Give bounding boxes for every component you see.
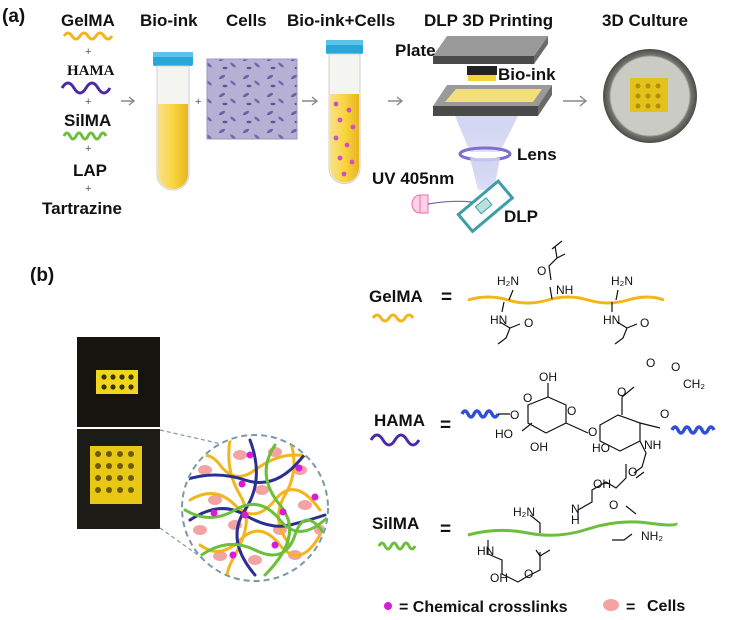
tube-icon: [153, 52, 193, 191]
printer-icon: [411, 36, 552, 234]
chem-ho: HO: [592, 441, 610, 455]
chem-o: O: [567, 404, 576, 418]
zoom-lines: [159, 429, 227, 576]
chem-hn: HN: [603, 313, 620, 327]
plus-sign: +: [85, 96, 91, 108]
printer-bioink-label: Bio-ink: [498, 65, 556, 84]
network-diagram: [181, 434, 329, 582]
step-dlp-printing: DLP 3D Printing: [424, 11, 553, 30]
chem-o: O: [640, 316, 649, 330]
chem-o: O: [609, 498, 618, 512]
plus-sign: +: [85, 143, 91, 155]
chem-oh: OH: [530, 440, 548, 454]
plus-sign: +: [195, 96, 201, 108]
component-silma: SilMA: [64, 111, 111, 130]
arrow-right-icon: [388, 96, 404, 106]
arrow-right-icon: [302, 96, 319, 106]
hydrogel-photo: [77, 337, 160, 529]
panel-b-label: (b): [30, 265, 54, 286]
cell-image: [206, 58, 298, 140]
printer-uv-label: UV 405nm: [372, 169, 454, 188]
chem-h: H: [571, 513, 580, 527]
component-hama: HAMA: [67, 63, 115, 79]
chem-o: O: [628, 465, 637, 479]
printer-lens-label: Lens: [517, 145, 557, 164]
silma-structure: [467, 464, 678, 583]
eq-gelma-sign: =: [441, 287, 452, 308]
chem-h2n: H₂N: [497, 274, 519, 288]
petri-dish-icon: [603, 49, 697, 143]
component-gelma: GelMA: [61, 11, 115, 30]
chem-ch2: CH₂: [683, 377, 705, 391]
gelma-structure: [467, 240, 665, 345]
hama-wave-icon: [369, 433, 421, 447]
chem-o: O: [537, 264, 546, 278]
chem-o: O: [660, 407, 669, 421]
chem-nh2: H₂N: [611, 274, 633, 288]
component-lap: LAP: [73, 161, 107, 180]
silma-wave-icon: [377, 541, 417, 551]
eq-hama-name: HAMA: [374, 411, 425, 430]
legend-cells-eq: =: [626, 599, 635, 616]
printer-dlp-label: DLP: [504, 207, 538, 226]
hama-wave-icon: [60, 81, 112, 95]
component-tartrazine: Tartrazine: [42, 199, 122, 218]
chem-nh2: NH₂: [641, 529, 663, 543]
eq-hama-sign: =: [440, 415, 451, 436]
plus-sign: +: [85, 46, 91, 58]
chem-nh: NH: [556, 283, 573, 297]
legend-cells: Cells: [647, 598, 685, 615]
chem-ho: HO: [495, 427, 513, 441]
step-3d-culture: 3D Culture: [602, 11, 688, 30]
legend-crosslinks: = Chemical crosslinks: [399, 599, 568, 616]
chem-hn: HN: [477, 544, 494, 558]
chem-oh: OH: [490, 571, 508, 585]
chem-o: O: [671, 360, 680, 374]
arrow-right-icon: [563, 95, 588, 107]
eq-silma-name: SilMA: [372, 514, 419, 533]
step-bioink: Bio-ink: [140, 11, 198, 30]
chem-o: O: [524, 316, 533, 330]
silma-wave-icon: [62, 131, 108, 141]
crosslink-marker: [384, 602, 392, 610]
cell-marker: [603, 599, 619, 611]
arrow-right-icon: [121, 96, 136, 106]
chem-oh: OH: [593, 477, 611, 491]
step-cells: Cells: [226, 11, 267, 30]
eq-silma-sign: =: [440, 519, 451, 540]
chem-nh: NH: [644, 438, 661, 452]
chem-n: N: [571, 502, 580, 516]
tube-icon: [326, 40, 363, 184]
step-bioink-cells: Bio-ink+Cells: [287, 11, 395, 30]
gelma-wave-icon: [62, 31, 114, 41]
chem-hn: HN: [490, 313, 507, 327]
printer-plate-label: Plate: [395, 41, 436, 60]
hama-structure: [460, 383, 716, 474]
chem-o: O: [523, 391, 532, 405]
eq-gelma-name: GelMA: [369, 287, 423, 306]
chem-oh: OH: [539, 370, 557, 384]
panel-a-label: (a): [2, 6, 25, 27]
chem-o: O: [524, 567, 533, 581]
chem-o: O: [617, 385, 626, 399]
chem-o: O: [510, 408, 519, 422]
plus-sign: +: [85, 183, 91, 195]
chem-h2n: H₂N: [513, 505, 535, 519]
gelma-wave-icon: [371, 313, 415, 323]
chem-o: O: [588, 425, 597, 439]
chem-o: O: [646, 356, 655, 370]
